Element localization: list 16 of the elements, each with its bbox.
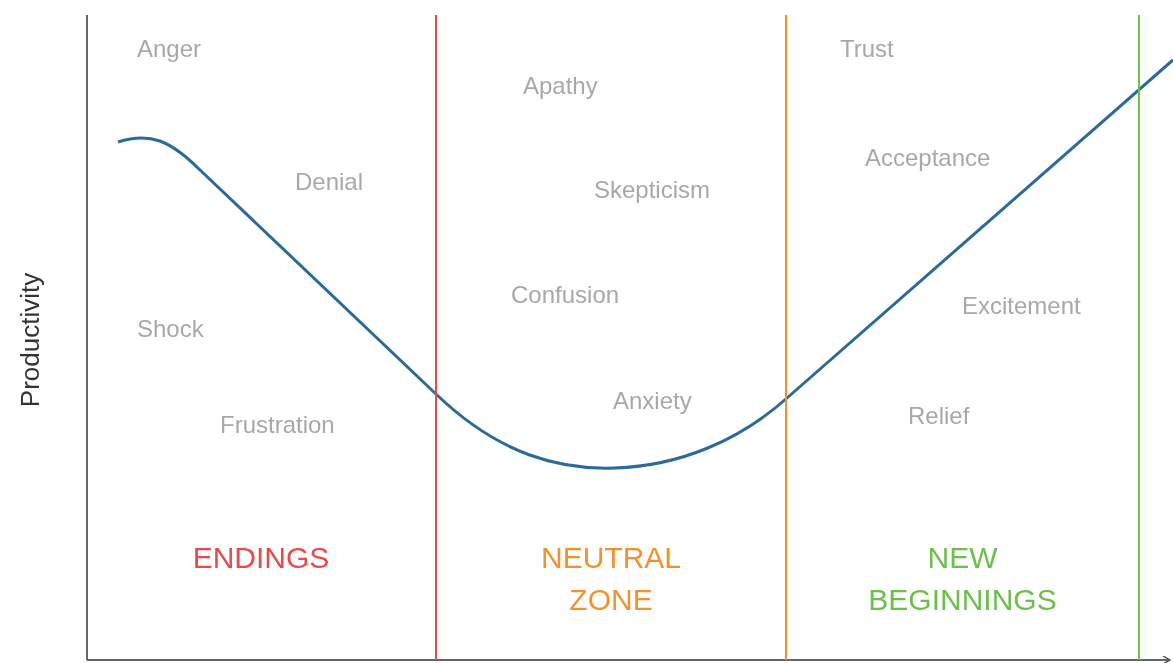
emotion-label: Apathy — [523, 72, 598, 100]
emotion-label: Anxiety — [613, 387, 692, 415]
emotion-label: Trust — [840, 35, 894, 63]
emotion-label: Denial — [295, 168, 364, 196]
emotion-label: Shock — [137, 315, 204, 343]
emotion-label: Relief — [908, 402, 970, 430]
zone-label: ENDINGS — [192, 540, 330, 576]
zone-label: NEUTRAL ZONE — [540, 540, 682, 618]
zone-label: NEW BEGINNINGS — [867, 540, 1058, 618]
emotion-label: Skepticism — [594, 176, 711, 204]
emotion-label: Frustration — [220, 411, 335, 439]
emotion-label: Anger — [137, 35, 202, 63]
emotion-label: Confusion — [511, 281, 620, 309]
axis-title: Productivity — [16, 272, 44, 408]
emotion-label: Acceptance — [865, 144, 991, 172]
emotion-label: Excitement — [962, 292, 1081, 320]
